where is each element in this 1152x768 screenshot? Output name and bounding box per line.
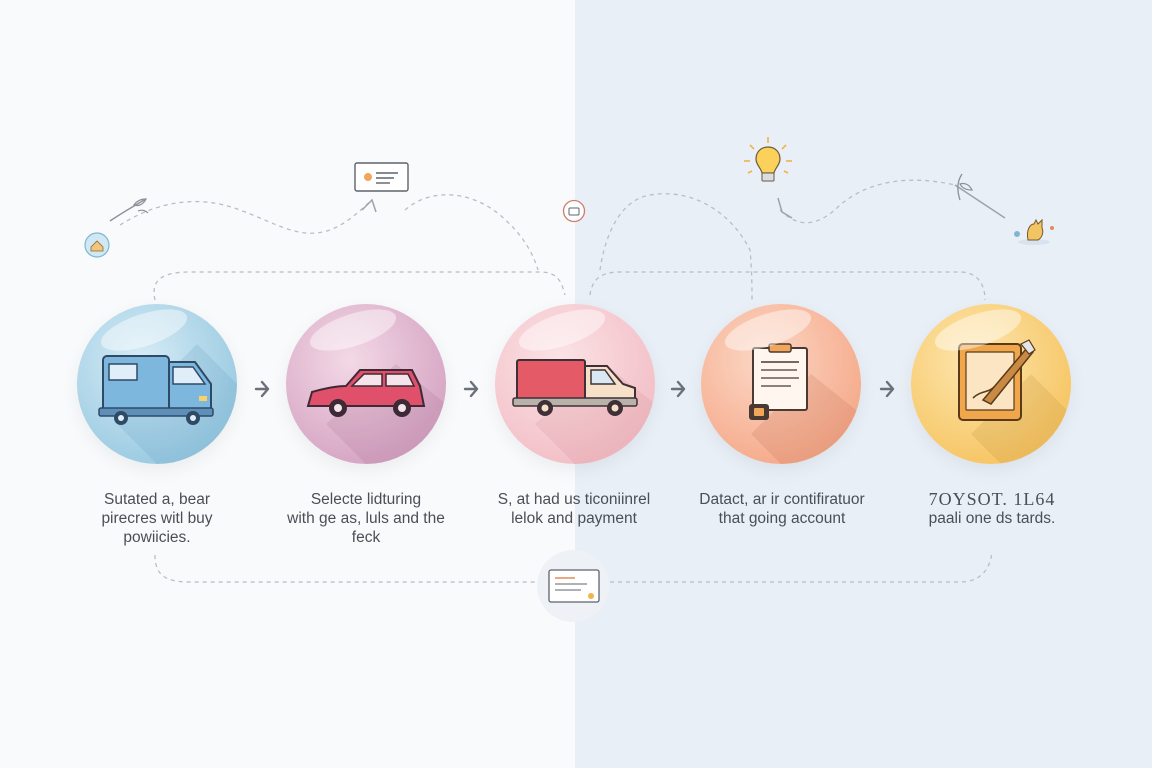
step-5-label-line: paali one ds tards. <box>928 510 1056 527</box>
card-note-icon <box>354 162 410 194</box>
arrow-right-icon <box>460 374 482 404</box>
step-4-circle <box>701 304 861 464</box>
step-3-label: S, at had us ticoniinrel lelok and payme… <box>474 490 674 528</box>
arrow-right-icon <box>876 374 898 404</box>
step-3-circle <box>495 304 655 464</box>
step-4-label: Datact, ar ir contifiratuor that going a… <box>682 490 882 528</box>
van-icon <box>98 344 237 464</box>
step-2-label-line: Selecte lidturing <box>310 491 422 508</box>
step-3-label-line: lelok and payment <box>511 510 637 527</box>
leaf-icon <box>108 195 150 223</box>
step-2-label-line: feck <box>351 529 381 546</box>
leaf-icon-right <box>950 172 980 202</box>
step-1-label-line: powiicies. <box>123 529 191 546</box>
badge-icon <box>562 199 586 223</box>
arrow-right-icon <box>251 374 273 404</box>
lightbulb-icon <box>740 135 796 191</box>
step-3-label-line: S, at had us ticoniinrel <box>497 491 651 508</box>
step-5-label-line: 7OYSOT. 1L64 <box>928 489 1056 509</box>
step-4-label-line: that going account <box>718 510 846 527</box>
payment-card-icon <box>535 548 611 624</box>
arrow-right-icon <box>667 374 689 404</box>
tablet-pen-icon <box>958 339 1071 464</box>
step-4-label-line: Datact, ar ir contifiratuor <box>699 491 865 508</box>
step-1-label: Sutated a, bear pirecres witl buy powiic… <box>57 490 257 547</box>
step-5-circle <box>911 304 1071 464</box>
step-1-label-line: pirecres witl buy <box>101 510 213 527</box>
step-2-label: Selecte lidturing with ge as, luls and t… <box>266 490 466 547</box>
step-1-circle <box>77 304 237 464</box>
step-5-label: 7OYSOT. 1L64 paali one ds tards. <box>892 490 1092 528</box>
cat-icon <box>1012 216 1056 248</box>
step-2-label-line: with ge as, luls and the <box>287 510 445 527</box>
clipboard-icon <box>749 343 861 464</box>
step-1-label-line: Sutated a, bear <box>104 491 210 508</box>
truck-icon <box>512 359 655 464</box>
step-2-circle <box>286 304 446 464</box>
car-icon <box>306 364 446 464</box>
house-badge-icon <box>84 232 110 258</box>
